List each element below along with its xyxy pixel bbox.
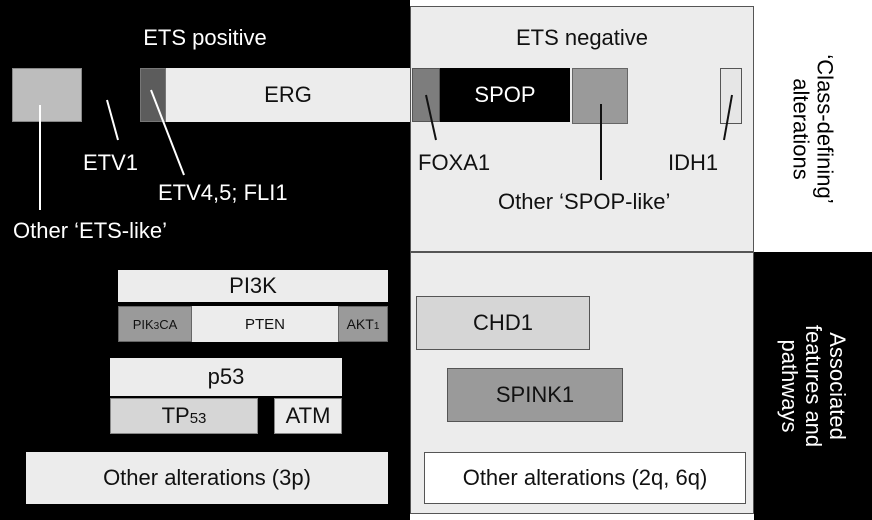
- pten-label: PTEN: [244, 315, 285, 333]
- p53-label: p53: [207, 364, 245, 389]
- idh1-label: IDH1: [668, 150, 719, 175]
- other-alterations-2q6q-label: Other alterations (2q, 6q): [462, 465, 708, 490]
- foxa1-label: FOXA1: [418, 150, 491, 175]
- atm-box: ATM: [274, 398, 342, 434]
- other-ets-like-label: Other ‘ETS-like’: [13, 218, 168, 243]
- spop-label: SPOP: [474, 82, 536, 107]
- etv1-label: ETV1: [83, 150, 139, 175]
- spop-box: SPOP: [440, 68, 570, 122]
- pten-box: PTEN: [192, 306, 338, 342]
- associated-side-panel: [754, 252, 872, 520]
- tp53-label: TP53: [161, 403, 207, 428]
- idh1-callout-line: [723, 94, 733, 141]
- akt1-box: AKT1: [338, 306, 388, 342]
- foxa1-box: [412, 68, 440, 122]
- chd1-label: CHD1: [473, 310, 533, 335]
- spink1-box: SPINK1: [447, 368, 623, 422]
- other-alterations-2q6q-box: Other alterations (2q, 6q): [424, 452, 746, 504]
- pi3k-label: PI3K: [229, 273, 277, 298]
- etv45-fli1-label: ETV4,5; FLI1: [158, 180, 288, 205]
- pik3ca-box: PIK3CA: [118, 306, 192, 342]
- etv1-callout-line: [106, 99, 119, 141]
- etv45-callout-line: [150, 89, 185, 176]
- ets-negative-header: ETS negative: [515, 25, 649, 50]
- ets-positive-header: ETS positive: [143, 25, 267, 50]
- erg-box: ERG: [166, 68, 410, 122]
- other-spop-like-label: Other ‘SPOP-like’: [498, 189, 671, 214]
- atm-label: ATM: [285, 403, 331, 428]
- class-defining-side-panel: [754, 6, 872, 252]
- pi3k-box: PI3K: [118, 270, 388, 302]
- foxa1-callout-line: [425, 94, 437, 141]
- tp53-box: TP53: [110, 398, 258, 434]
- spink1-label: SPINK1: [495, 382, 575, 407]
- other-ets-like-box: [12, 68, 82, 122]
- erg-label: ERG: [264, 82, 312, 107]
- akt1-label: AKT1: [346, 316, 380, 332]
- chd1-box: CHD1: [416, 296, 590, 350]
- other-alterations-3p-label: Other alterations (3p): [103, 465, 311, 490]
- pik3ca-label: PIK3CA: [132, 316, 178, 332]
- p53-box: p53: [110, 358, 342, 396]
- other-alterations-3p-box: Other alterations (3p): [26, 452, 388, 504]
- ets-negative-class-panel: [410, 6, 754, 252]
